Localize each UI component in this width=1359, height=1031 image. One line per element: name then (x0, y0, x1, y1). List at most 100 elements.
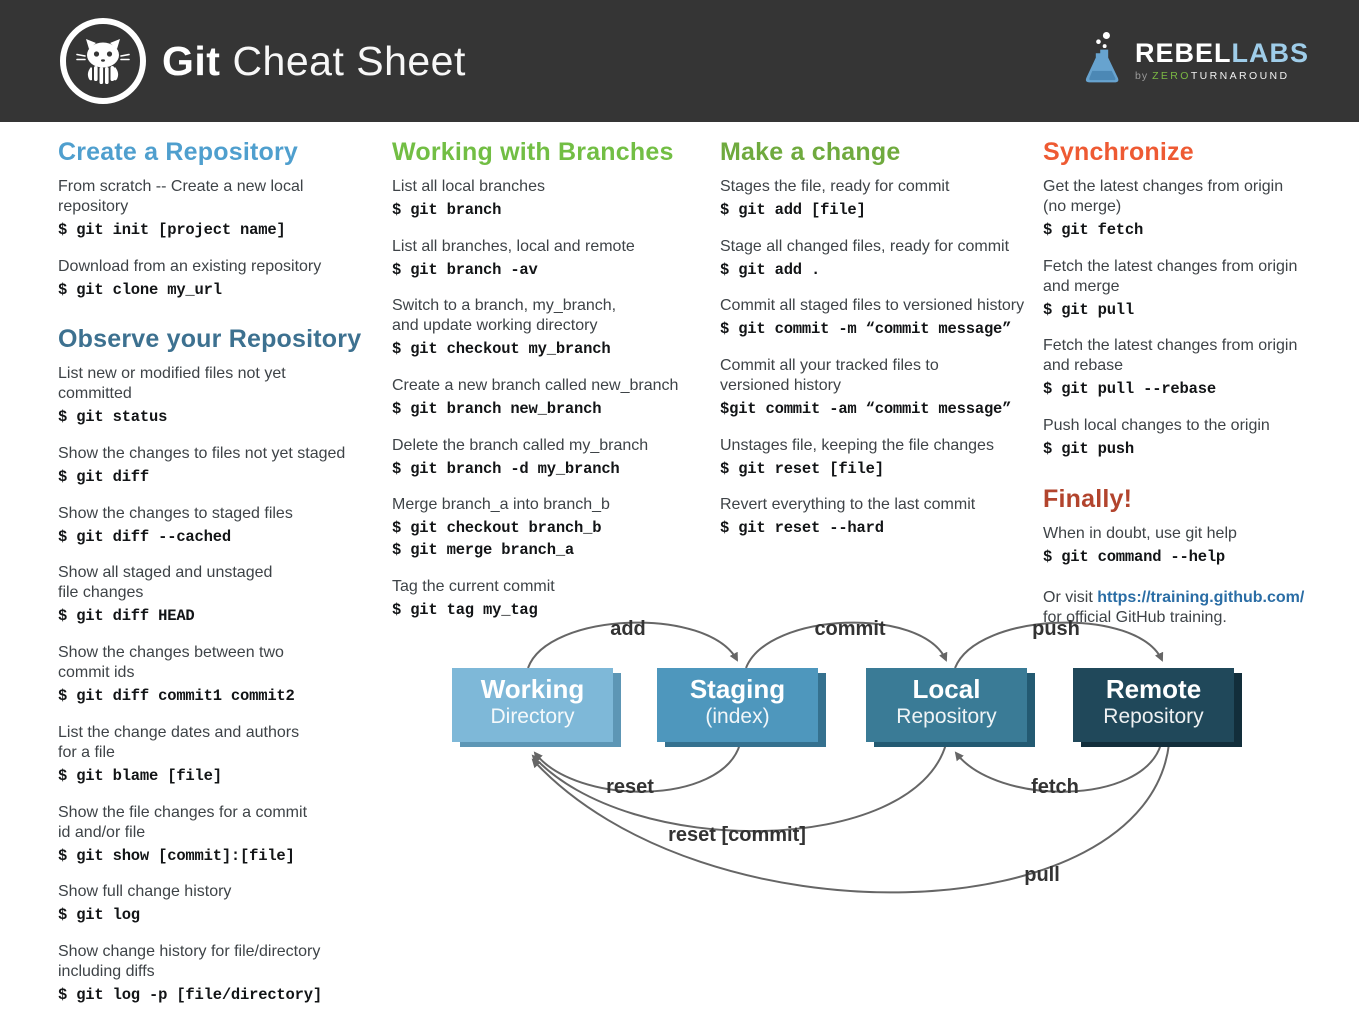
entry-command: $ git diff commit1 commit2 (58, 687, 295, 706)
entry-description: When in doubt, use git help (1043, 524, 1237, 542)
cheat-entry: Fetch the latest changes from origin and… (1043, 257, 1359, 322)
cheat-entry: Revert everything to the last commit $ gi… (720, 495, 1048, 540)
section-heading-observe: Observe your Repository (58, 325, 362, 354)
entry-description: List new or modified files not yet commi… (58, 365, 286, 403)
entry-command: $ git fetch (1043, 221, 1144, 239)
section-heading-finally: Finally! (1043, 484, 1133, 513)
brand-zero: ZERO (1152, 70, 1191, 83)
rebellabs-name: REBELLABS (1135, 40, 1309, 67)
entry-description: Stage all changed files, ready for commi… (720, 237, 1010, 255)
arrow-label-pull: pull (1024, 864, 1060, 886)
training-footer-prefix: Or visit (1043, 589, 1098, 607)
arrow-label-push: push (1032, 618, 1080, 640)
entry-description: Get the latest changes from origin (no m… (1043, 178, 1284, 215)
cheat-entry: Show the changes between two commit ids$… (58, 643, 386, 708)
entry-command: $ git show [commit]:[file] (58, 846, 295, 865)
box-title: Working (480, 674, 585, 704)
entry-command: $ git reset --hard (720, 519, 884, 538)
entry-description: List the change dates and authors for a … (58, 723, 300, 761)
cheat-entry: Stages the file, ready for commit$ git a… (720, 177, 1048, 222)
cheat-entry: Show full change history $ git log (58, 882, 386, 927)
box-title: Staging (689, 674, 786, 704)
entry-command: $ git branch -d my_branch (392, 459, 620, 478)
cheat-entry: Unstages file, keeping the file changes$… (720, 436, 1048, 481)
entry-command: $ git diff HEAD (58, 607, 195, 626)
entry-description: Show full change history (58, 883, 232, 901)
entry-description: Show the file changes for a commit id an… (58, 803, 308, 841)
entry-command: $ git push (1043, 440, 1135, 459)
training-footer: Or visit https://training.github.com/ fo… (1043, 588, 1359, 628)
cheat-entry: List all branches, local and remote $ git… (392, 237, 720, 282)
arrow-label-reset-commit: reset [commit] (668, 824, 806, 846)
training-link[interactable]: https://training.github.com/ (1097, 589, 1305, 607)
box-title: Remote (1105, 674, 1202, 704)
box-title: Local (912, 674, 981, 704)
diagram-arrows (527, 621, 1170, 894)
cheat-entry: Merge branch_a into branch_b$ git checko… (392, 495, 720, 561)
brand-by: by (1134, 70, 1149, 83)
arrow-add (527, 621, 738, 669)
cheat-entry: List new or modified files not yet commi… (58, 364, 386, 429)
entry-command: $ git log (58, 906, 140, 925)
entry-command: $ git branch new_branch (392, 400, 602, 419)
diagram-box-staging: Staging(index) (657, 668, 818, 742)
entry-description: Fetch the latest changes from origin and… (1043, 337, 1298, 375)
section-finally: Finally! When in doubt, use git help $ git… (1043, 485, 1359, 629)
entry-description: Show the changes to files not yet staged (58, 445, 346, 463)
entry-command: $ git branch -av (392, 260, 538, 279)
cheat-entry: Show change history for file/directory i… (58, 942, 386, 1007)
cheat-entry: Show the changes to staged files$ git di… (58, 504, 386, 549)
cheat-entry: Tag the current commit$ git tag my_tag (392, 577, 720, 622)
entry-description: From scratch -- Create a new local repos… (58, 178, 304, 215)
cheat-entry: Download from an existing repository $ gi… (58, 257, 386, 302)
entry-description: List all local branches (392, 178, 545, 195)
title-cheat-sheet: Cheat Sheet (232, 37, 466, 84)
entry-description: Switch to a branch, my_branch, and updat… (392, 297, 617, 335)
entry-description: Show the changes to staged files (58, 504, 293, 522)
cheat-entry: Create a new branch called new_branch $ g… (392, 376, 720, 421)
entry-command: $ git clone my_url (58, 280, 222, 299)
box-subtitle: (index) (705, 704, 770, 728)
cheat-entry: Switch to a branch, my_branch, and updat… (392, 296, 720, 361)
arrow-label-reset: reset (606, 776, 654, 798)
arrow-reset (533, 743, 741, 793)
entry-description: Download from an existing repository (58, 257, 322, 275)
brand-turnaround: TURNAROUND (1190, 70, 1290, 83)
section-heading-branches: Working with Branches (392, 138, 674, 166)
entry-command: $ git merge branch_a (392, 541, 575, 560)
entry-description: Tag the current commit (392, 577, 555, 595)
entry-command: $ git command --help (1043, 547, 1226, 566)
entry-command: $ git blame [file] (58, 766, 222, 785)
box-subtitle: Directory (490, 704, 575, 728)
cheat-entry: List the change dates and authors for a … (58, 723, 386, 788)
cheat-entry: Get the latest changes from origin (no m… (1043, 177, 1359, 242)
cheat-entry: From scratch -- Create a new local repos… (58, 177, 386, 242)
entry-description: Create a new branch called new_branch (392, 377, 679, 395)
entry-description: Revert everything to the last commit (720, 496, 976, 514)
entry-command: $ git diff (58, 468, 150, 487)
box-subtitle: Repository (896, 704, 997, 728)
arrow-fetch (954, 743, 1162, 793)
arrow-reset-commit (531, 743, 947, 832)
rebellabs-flask-icon (1079, 30, 1125, 92)
arrow-label-commit: commit (814, 618, 886, 640)
entry-description: List all branches, local and remote (392, 237, 635, 255)
entry-command: $ git pull (1043, 300, 1135, 319)
entry-command: $ git add . (720, 260, 821, 279)
entry-description: Push local changes to the origin (1043, 417, 1270, 435)
arrow-label-add: add (610, 618, 646, 640)
entry-description: Fetch the latest changes from origin and… (1043, 257, 1298, 295)
cheat-entry: List all local branches$ git branch (392, 177, 720, 222)
